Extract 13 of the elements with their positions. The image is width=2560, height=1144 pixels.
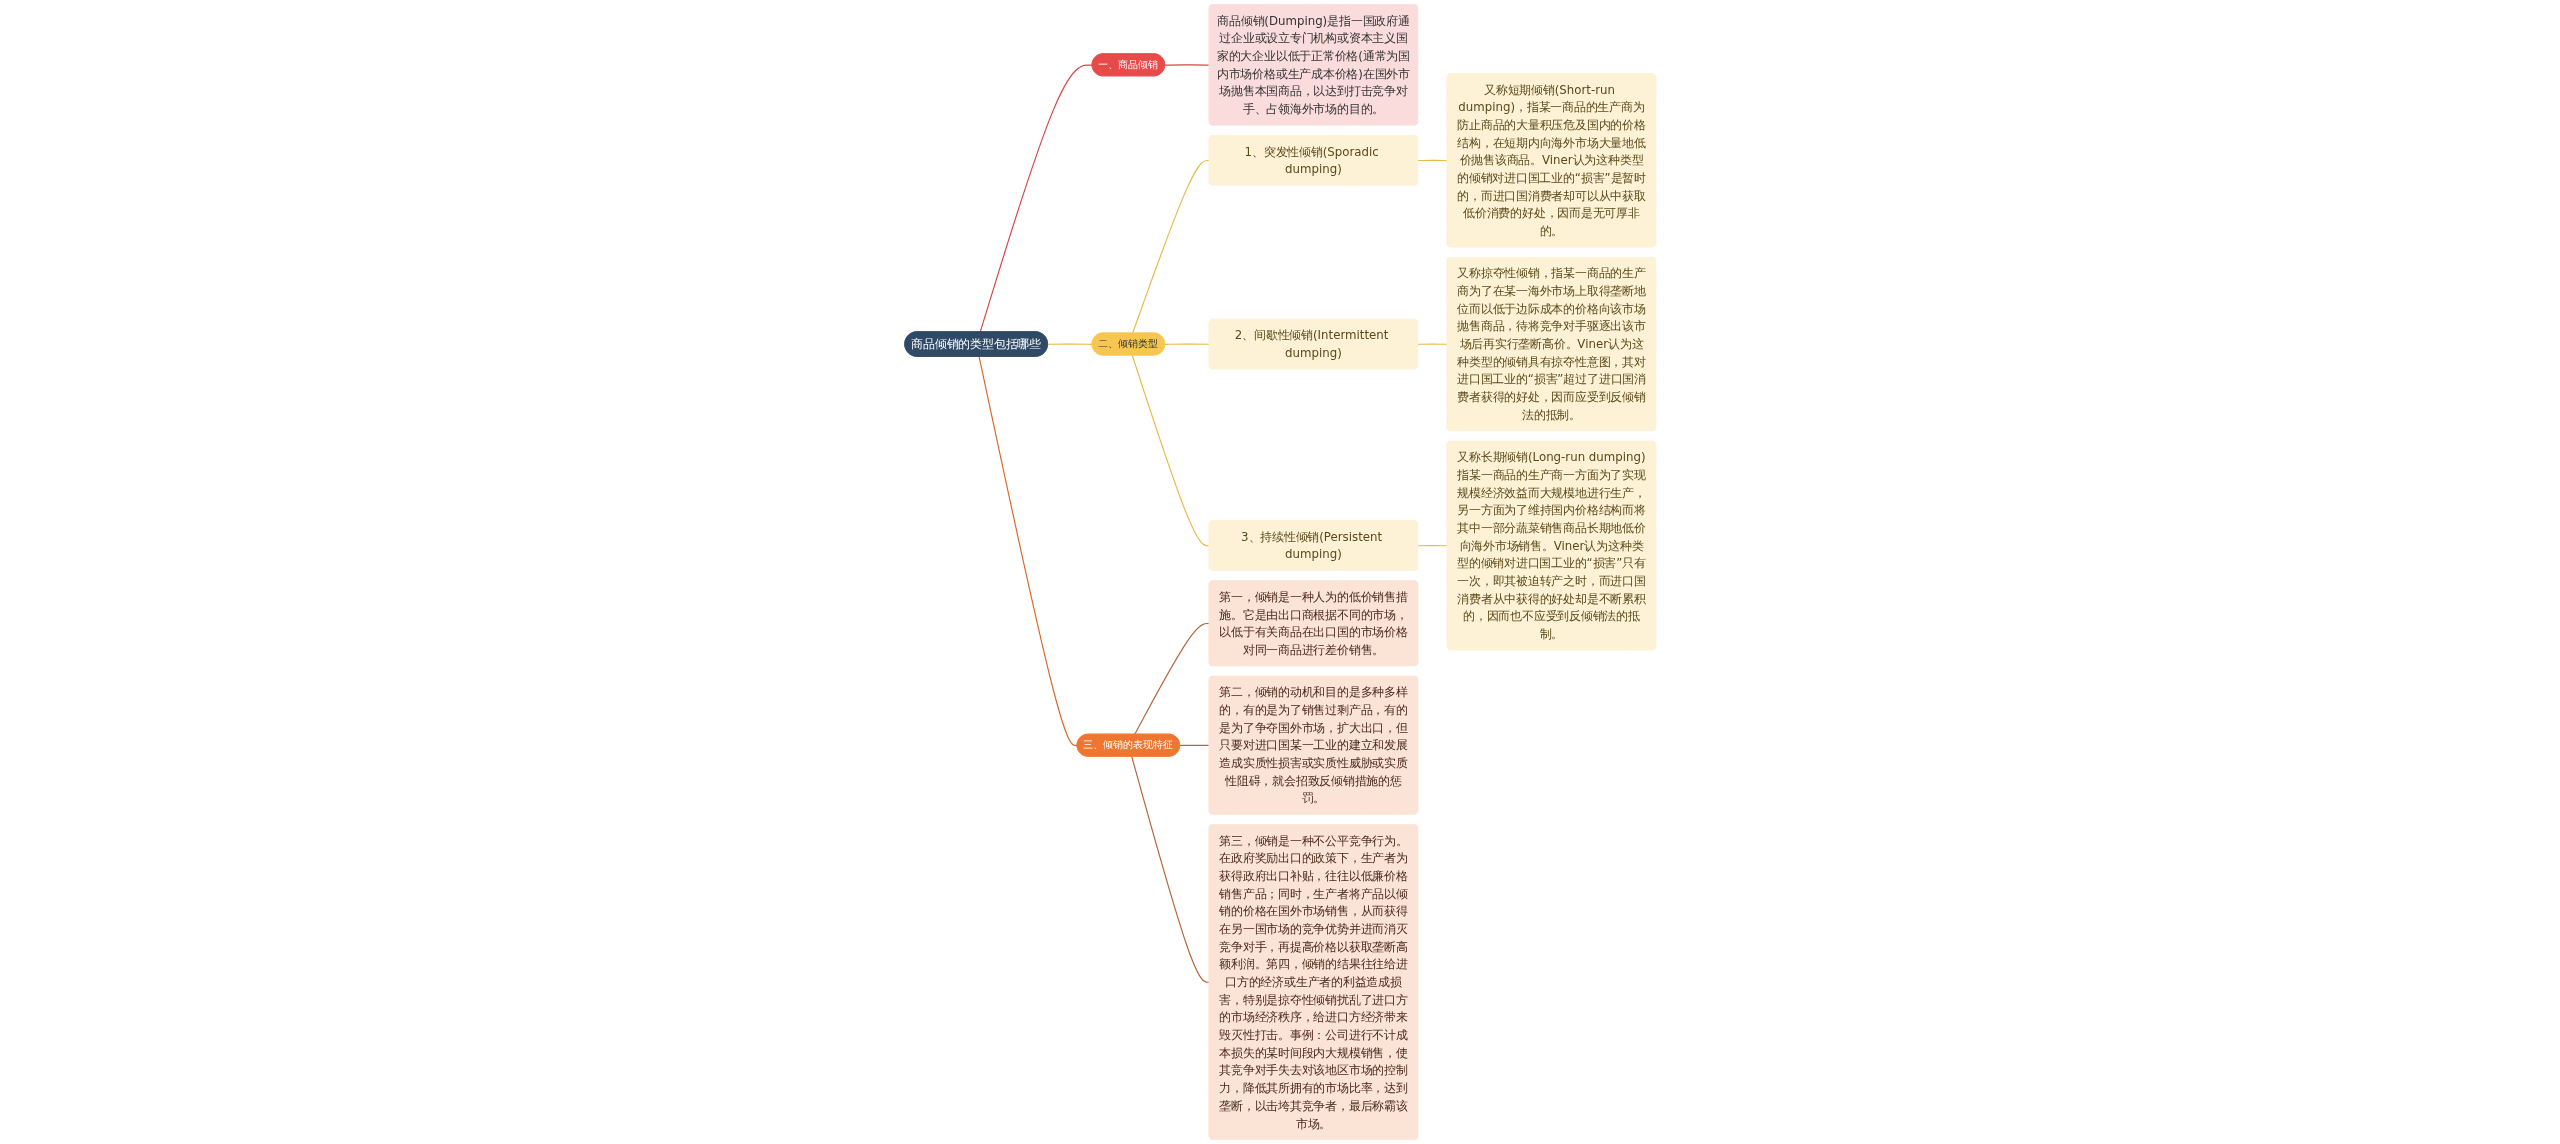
connector — [1131, 354, 1210, 547]
connector — [978, 356, 1078, 747]
connector — [1417, 343, 1448, 345]
connector — [1164, 64, 1210, 66]
connector — [1130, 755, 1210, 983]
connector — [1047, 343, 1093, 345]
connector — [1133, 622, 1210, 736]
connector — [1417, 159, 1448, 162]
connector — [1164, 343, 1210, 345]
connector — [1179, 744, 1210, 747]
connector — [1417, 545, 1448, 547]
connector — [1131, 159, 1210, 334]
connector — [979, 64, 1093, 333]
